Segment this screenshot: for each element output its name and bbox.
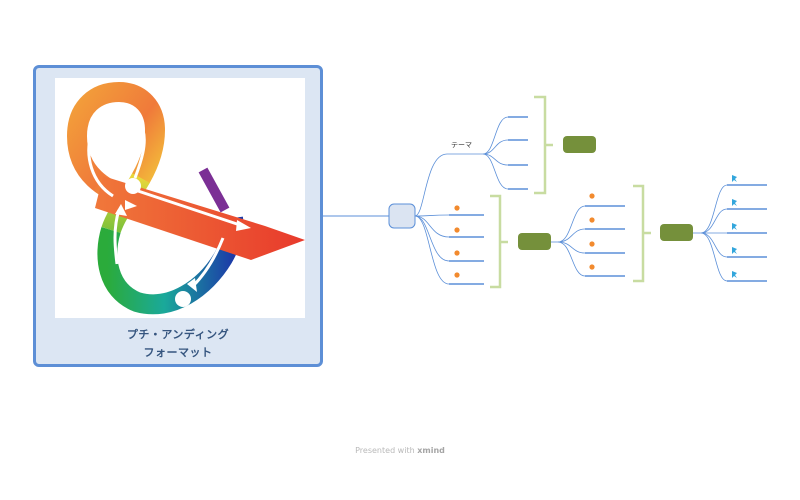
summary-node-a[interactable] — [563, 136, 596, 153]
number-3-marker-icon — [454, 250, 460, 256]
central-topic[interactable]: プチ・アンディング フォーマット — [33, 65, 323, 367]
xmind-brand[interactable]: xmind — [417, 446, 445, 455]
central-title-line-1: プチ・アンディング — [126, 328, 230, 341]
summary-bracket-a — [534, 95, 553, 195]
ampersand-loop-logo-icon — [66, 81, 305, 315]
pin-marker-icon — [732, 247, 737, 254]
number-4-marker-icon — [589, 264, 595, 270]
summary-node-b[interactable] — [518, 233, 551, 250]
number-3-marker-icon — [589, 241, 595, 247]
summary-b-connectors — [551, 205, 586, 277]
central-image — [55, 78, 305, 318]
branch-a-sub-items — [508, 116, 528, 190]
branch-b-connectors — [414, 214, 450, 285]
summary-c-items — [727, 175, 767, 282]
pin-marker-icon — [732, 271, 737, 278]
branch-b-items — [449, 205, 484, 285]
footer-credit: Presented with xmind — [0, 446, 800, 455]
central-title-line-2: フォーマット — [143, 346, 213, 359]
number-1-marker-icon — [589, 193, 595, 199]
summary-b-items — [585, 193, 625, 277]
summary-c-connectors — [693, 184, 728, 282]
branch-a-label[interactable]: テーマ — [451, 141, 472, 149]
number-1-marker-icon — [454, 205, 460, 211]
footer-prefix: Presented with — [355, 446, 415, 455]
summary-bracket-b — [490, 194, 508, 289]
number-2-marker-icon — [454, 227, 460, 233]
root-node[interactable] — [388, 203, 416, 229]
branch-a-sub-connectors — [482, 116, 509, 190]
number-2-marker-icon — [589, 217, 595, 223]
pin-marker-icon — [732, 175, 737, 182]
summary-bracket-c — [633, 184, 651, 283]
connector-branch-a — [414, 153, 448, 217]
number-4-marker-icon — [454, 272, 460, 278]
pin-marker-icon — [732, 199, 737, 206]
summary-node-c[interactable] — [660, 224, 693, 241]
pin-marker-icon — [732, 223, 737, 230]
